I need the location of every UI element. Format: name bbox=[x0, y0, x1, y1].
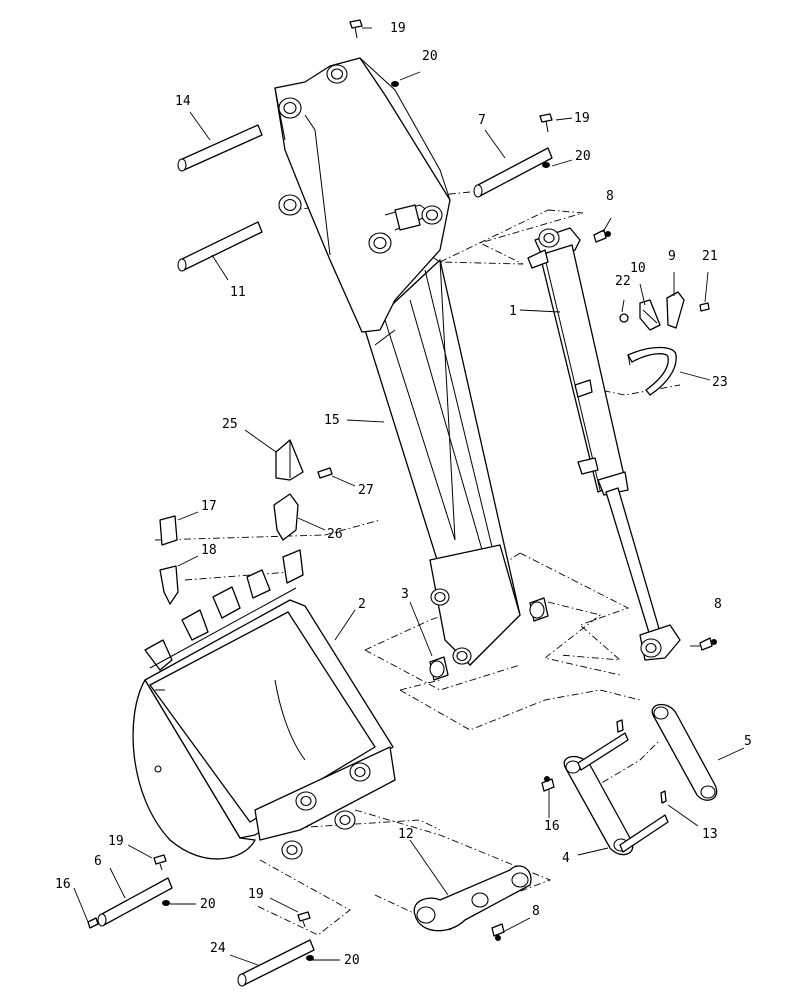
callout-20-bucket: 20 bbox=[200, 897, 216, 912]
callout-10: 10 bbox=[630, 261, 646, 276]
hydraulic-cylinder bbox=[527, 227, 717, 661]
leader-lines bbox=[73, 27, 745, 966]
callout-2: 2 bbox=[358, 597, 366, 612]
bucket bbox=[132, 549, 396, 860]
callout-11: 11 bbox=[230, 285, 246, 300]
callout-9: 9 bbox=[668, 249, 676, 264]
callout-20-top: 20 bbox=[422, 49, 438, 64]
small-hardware bbox=[619, 291, 710, 396]
callout-16-left: 16 bbox=[55, 877, 71, 892]
callout-16-mid: 16 bbox=[544, 819, 560, 834]
callout-19-top: 19 bbox=[390, 21, 406, 36]
callout-4: 4 bbox=[562, 851, 570, 866]
bushings bbox=[429, 597, 549, 681]
callout-18: 18 bbox=[201, 543, 217, 558]
callout-21: 21 bbox=[702, 249, 718, 264]
callout-20-bottom: 20 bbox=[344, 953, 360, 968]
callout-19-bottom: 19 bbox=[248, 887, 264, 902]
pins-lower bbox=[87, 854, 315, 987]
callout-19-bucket: 19 bbox=[108, 834, 124, 849]
callout-3: 3 bbox=[401, 587, 409, 602]
callout-8-bottom: 8 bbox=[532, 904, 540, 919]
callout-24: 24 bbox=[210, 941, 226, 956]
callout-27: 27 bbox=[358, 483, 374, 498]
callout-22: 22 bbox=[615, 274, 631, 289]
callout-labels: 19 20 14 7 19 20 8 11 22 10 9 21 1 23 15… bbox=[55, 21, 752, 968]
callout-8-mid: 8 bbox=[714, 597, 722, 612]
callout-17: 17 bbox=[201, 499, 217, 514]
pins-upper bbox=[177, 19, 553, 272]
callout-25: 25 bbox=[222, 417, 238, 432]
callout-14: 14 bbox=[175, 94, 191, 109]
callout-26: 26 bbox=[327, 527, 343, 542]
callout-23: 23 bbox=[712, 375, 728, 390]
callout-15: 15 bbox=[324, 413, 340, 428]
callout-7: 7 bbox=[478, 113, 486, 128]
callout-20-right: 20 bbox=[575, 149, 591, 164]
callout-13: 13 bbox=[702, 827, 718, 842]
callout-8-top: 8 bbox=[606, 189, 614, 204]
boom-arm bbox=[274, 57, 521, 666]
links bbox=[413, 703, 718, 941]
callout-1: 1 bbox=[509, 304, 517, 319]
callout-19-right: 19 bbox=[574, 111, 590, 126]
callout-5: 5 bbox=[744, 734, 752, 749]
bucket-teeth bbox=[159, 439, 333, 605]
callout-6: 6 bbox=[94, 854, 102, 869]
callout-12: 12 bbox=[398, 827, 414, 842]
